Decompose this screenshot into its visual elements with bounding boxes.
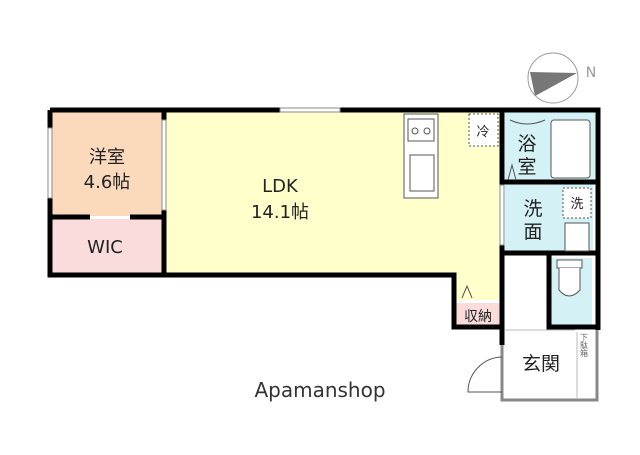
watermark: Apamanshop — [254, 378, 385, 402]
entrance-door — [467, 356, 503, 393]
storage-room — [456, 303, 500, 325]
fridge-space — [468, 113, 499, 147]
bath-door-mark — [507, 163, 517, 181]
washroom-name-1: 洗 — [523, 198, 542, 220]
kitchen-counter — [403, 113, 439, 199]
storage-name: 収納 — [464, 309, 492, 325]
entrance-name: 玄関 — [522, 353, 560, 375]
hallway — [505, 258, 548, 330]
toilet-tank — [556, 259, 583, 269]
toilet-icon — [558, 268, 581, 297]
ldk-size: 14.1帖 — [251, 202, 309, 223]
storage-door-mark — [461, 284, 473, 299]
bathtub-icon — [550, 119, 591, 179]
washer-label: 洗 — [570, 197, 583, 212]
windows — [47, 107, 505, 246]
ldk-name: LDK — [262, 176, 299, 197]
washer-space — [562, 187, 592, 219]
entrance-wall — [500, 330, 599, 402]
shoe-box-label: 下駄箱 — [580, 333, 589, 358]
wic-name: WIC — [87, 237, 123, 258]
bath-name-1: 浴 — [517, 133, 536, 155]
ldk-room — [166, 112, 500, 300]
western-room-size: 4.6帖 — [84, 172, 131, 193]
stove-icon — [407, 118, 435, 142]
sink-icon — [409, 154, 435, 192]
bath-door — [509, 119, 546, 125]
washroom-name-2: 面 — [523, 221, 542, 243]
compass-north-label: N — [586, 65, 596, 81]
western-room — [52, 112, 163, 216]
bath-name-2: 室 — [517, 156, 536, 178]
entrance — [505, 330, 593, 398]
western-room-name: 洋室 — [89, 147, 125, 168]
wash-basin-icon — [564, 222, 590, 252]
compass-circle — [527, 52, 579, 104]
north-arrow-icon — [530, 72, 577, 96]
compass: N — [527, 52, 596, 104]
wic-room — [52, 219, 163, 273]
fridge-label: 冷 — [476, 125, 489, 140]
